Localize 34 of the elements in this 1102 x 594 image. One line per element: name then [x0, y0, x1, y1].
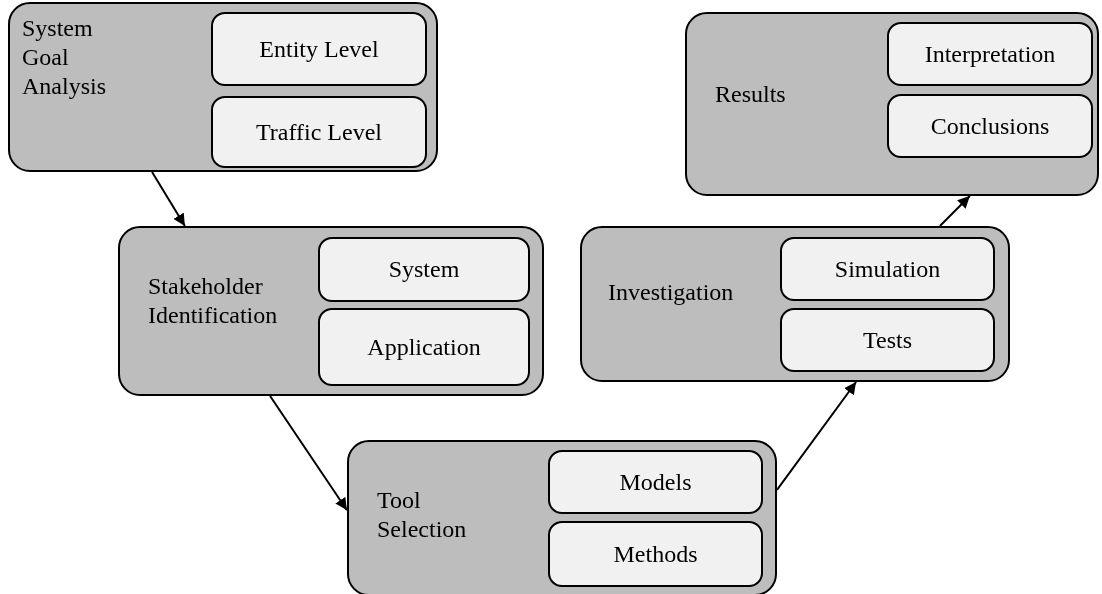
sub-step-label: Application	[367, 333, 481, 361]
sub-step-box	[318, 237, 530, 302]
sub-step-label: Simulation	[834, 255, 941, 283]
stage-label: Investigation	[608, 278, 735, 307]
sub-step-label: Methods	[613, 540, 698, 568]
sub-step-label: Interpretation	[924, 40, 1056, 68]
sub-step-label: System	[388, 256, 460, 283]
sub-step-label: Models	[619, 468, 692, 496]
stage-label: Results	[715, 80, 787, 109]
sub-step-box	[548, 450, 763, 514]
stage-box	[580, 226, 1010, 382]
stage-label: Stakeholder Identification	[148, 272, 279, 330]
sub-step-box	[887, 22, 1093, 86]
stage-label: System Goal Analysis	[22, 14, 107, 101]
sub-step-label: Tests	[863, 326, 912, 354]
stage-box	[685, 12, 1099, 196]
sub-step-box	[211, 12, 427, 86]
stage-box	[8, 2, 438, 172]
sub-step-box	[887, 94, 1093, 158]
sub-step-box	[780, 308, 995, 372]
stage-label: Tool Selection	[377, 486, 468, 544]
sub-step-label: Traffic Level	[256, 118, 382, 146]
stage-box	[118, 226, 544, 396]
sub-step-label: Conclusions	[930, 112, 1050, 140]
sub-step-box	[318, 308, 530, 386]
arrow	[269, 395, 348, 512]
sub-step-box	[211, 96, 427, 168]
sub-step-box	[548, 521, 763, 587]
sub-step-box	[780, 237, 995, 301]
arrow	[938, 195, 971, 227]
arrow	[776, 381, 858, 491]
sub-step-label: Entity Level	[259, 35, 379, 63]
arrow	[151, 171, 186, 227]
stage-box	[347, 440, 777, 594]
